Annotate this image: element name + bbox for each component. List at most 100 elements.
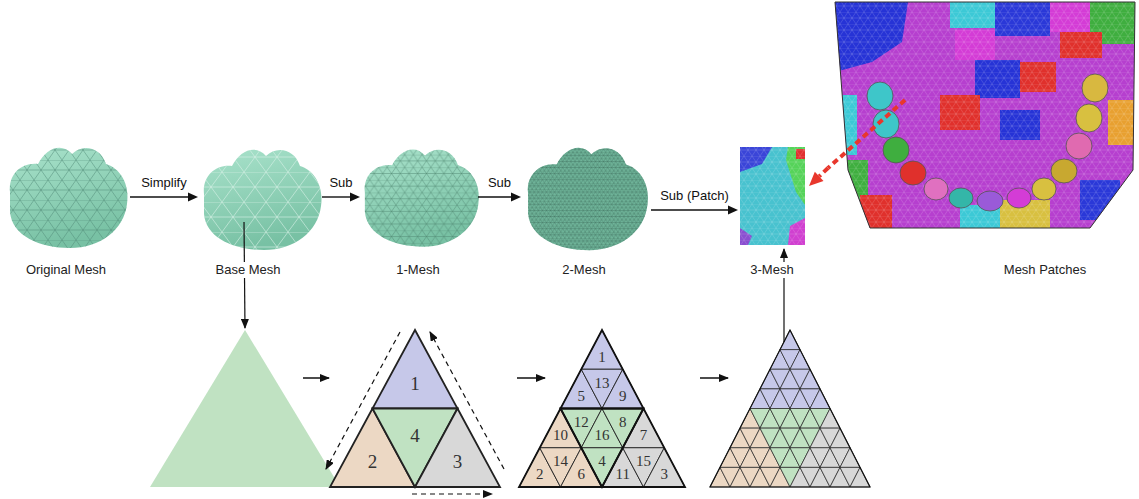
callout-number: 9 [619, 389, 627, 404]
layout-arrows [244, 222, 784, 494]
mesh-face [150, 330, 340, 487]
mesh-face [415, 409, 500, 488]
mesh-face [850, 467, 870, 487]
mesh-face [840, 448, 860, 468]
callout-number: 2 [368, 452, 378, 471]
flow-arrow [478, 193, 521, 202]
illustration-part [528, 148, 648, 250]
callout-number: 12 [574, 415, 589, 430]
connector-line [478, 196, 511, 197]
callout-number: 4 [410, 426, 420, 445]
illustration-part [1032, 178, 1056, 200]
figure-caption: Mesh Patches [1002, 262, 1088, 278]
illustration-part [303, 377, 329, 379]
illustration-part [883, 137, 909, 163]
face-outline [710, 330, 870, 487]
mesh-figure: Mesh Patches [828, 0, 1136, 280]
figure-caption: Original Mesh [24, 262, 108, 278]
mesh-face [810, 389, 830, 409]
flow-arrow [809, 168, 828, 186]
edge-label: Sub [488, 175, 511, 191]
illustration-part [867, 74, 1108, 211]
face-outline [561, 330, 644, 409]
original-mesh [10, 148, 128, 248]
callout-number: 10 [553, 428, 568, 443]
illustration-part [326, 332, 400, 469]
mesh-face [581, 330, 623, 369]
illustration-part [10, 148, 128, 248]
illustration-part [830, 0, 1139, 232]
illustration-part [517, 377, 545, 379]
flow-arrow [651, 206, 738, 215]
flow-arrow [322, 193, 360, 202]
illustration-part [365, 149, 479, 246]
callout-number: 15 [636, 454, 651, 469]
illustration-part [700, 377, 728, 379]
arrow-head [809, 172, 824, 186]
one-mesh [365, 149, 479, 246]
callout-number: 1 [598, 350, 606, 365]
illustration-part [867, 82, 893, 110]
figure-caption: 1-Mesh [394, 262, 441, 278]
illustration-part [10, 148, 128, 248]
connector-line [651, 209, 728, 210]
arrow-head [728, 206, 738, 215]
illustration-part [977, 191, 1003, 211]
mesh-figure: 2-Mesh [521, 138, 651, 280]
illustration-part [835, 2, 1135, 228]
callout-number: 13 [595, 376, 610, 391]
callout-number: 16 [595, 428, 610, 443]
callout-number: 11 [616, 467, 630, 482]
mesh-figure: 1-Mesh [360, 138, 478, 280]
mesh-patches-figure [828, 0, 1139, 232]
connector-line [130, 196, 188, 197]
mesh-face [780, 330, 800, 350]
edge-label: Simplify [141, 175, 187, 191]
arrow-head [511, 193, 521, 202]
illustration-part [828, 100, 905, 168]
illustration-part [1076, 104, 1102, 132]
mesh-figure: Base Mesh [198, 138, 322, 280]
base-mesh [204, 150, 322, 250]
mesh-figure: 3-Mesh [738, 145, 808, 280]
flow-arrow [130, 193, 198, 202]
callout-number: 8 [619, 415, 627, 430]
connector-line [322, 196, 350, 197]
callout-number: 3 [453, 452, 463, 471]
subdivision-triangles [150, 330, 870, 487]
illustration-part [830, 0, 1139, 232]
arrow-head [188, 193, 198, 202]
two-mesh [528, 148, 648, 250]
three-mesh-patch [740, 147, 805, 245]
illustration-part [412, 493, 492, 494]
mesh-face [830, 428, 850, 448]
illustration-part [430, 332, 504, 469]
illustration-part [365, 149, 479, 246]
mesh-face [373, 330, 458, 409]
mesh-face [820, 409, 840, 429]
illustration-part [1066, 133, 1092, 159]
callout-number: 1 [410, 374, 420, 393]
illustration-part [204, 150, 322, 250]
mesh-figure: Original Mesh [3, 138, 130, 280]
face-outline [602, 409, 685, 488]
callout-number: 3 [661, 467, 669, 482]
illustration-part [830, 0, 1139, 232]
callout-number: 14 [553, 454, 568, 469]
figure-caption: Base Mesh [214, 262, 283, 278]
illustration-part [740, 147, 805, 245]
edge-label: Sub (Patch) [660, 188, 729, 204]
arrow-head [350, 193, 360, 202]
figure-caption: 2-Mesh [560, 262, 607, 278]
connector-line [819, 168, 828, 176]
mesh-face [623, 409, 665, 448]
illustration-part [204, 150, 322, 250]
callout-number: 4 [598, 454, 606, 469]
figure-caption: 3-Mesh [748, 262, 795, 278]
illustration-part [1082, 74, 1108, 102]
callout-number: 5 [578, 389, 586, 404]
face-outline [519, 409, 602, 488]
illustration-part [949, 188, 973, 208]
